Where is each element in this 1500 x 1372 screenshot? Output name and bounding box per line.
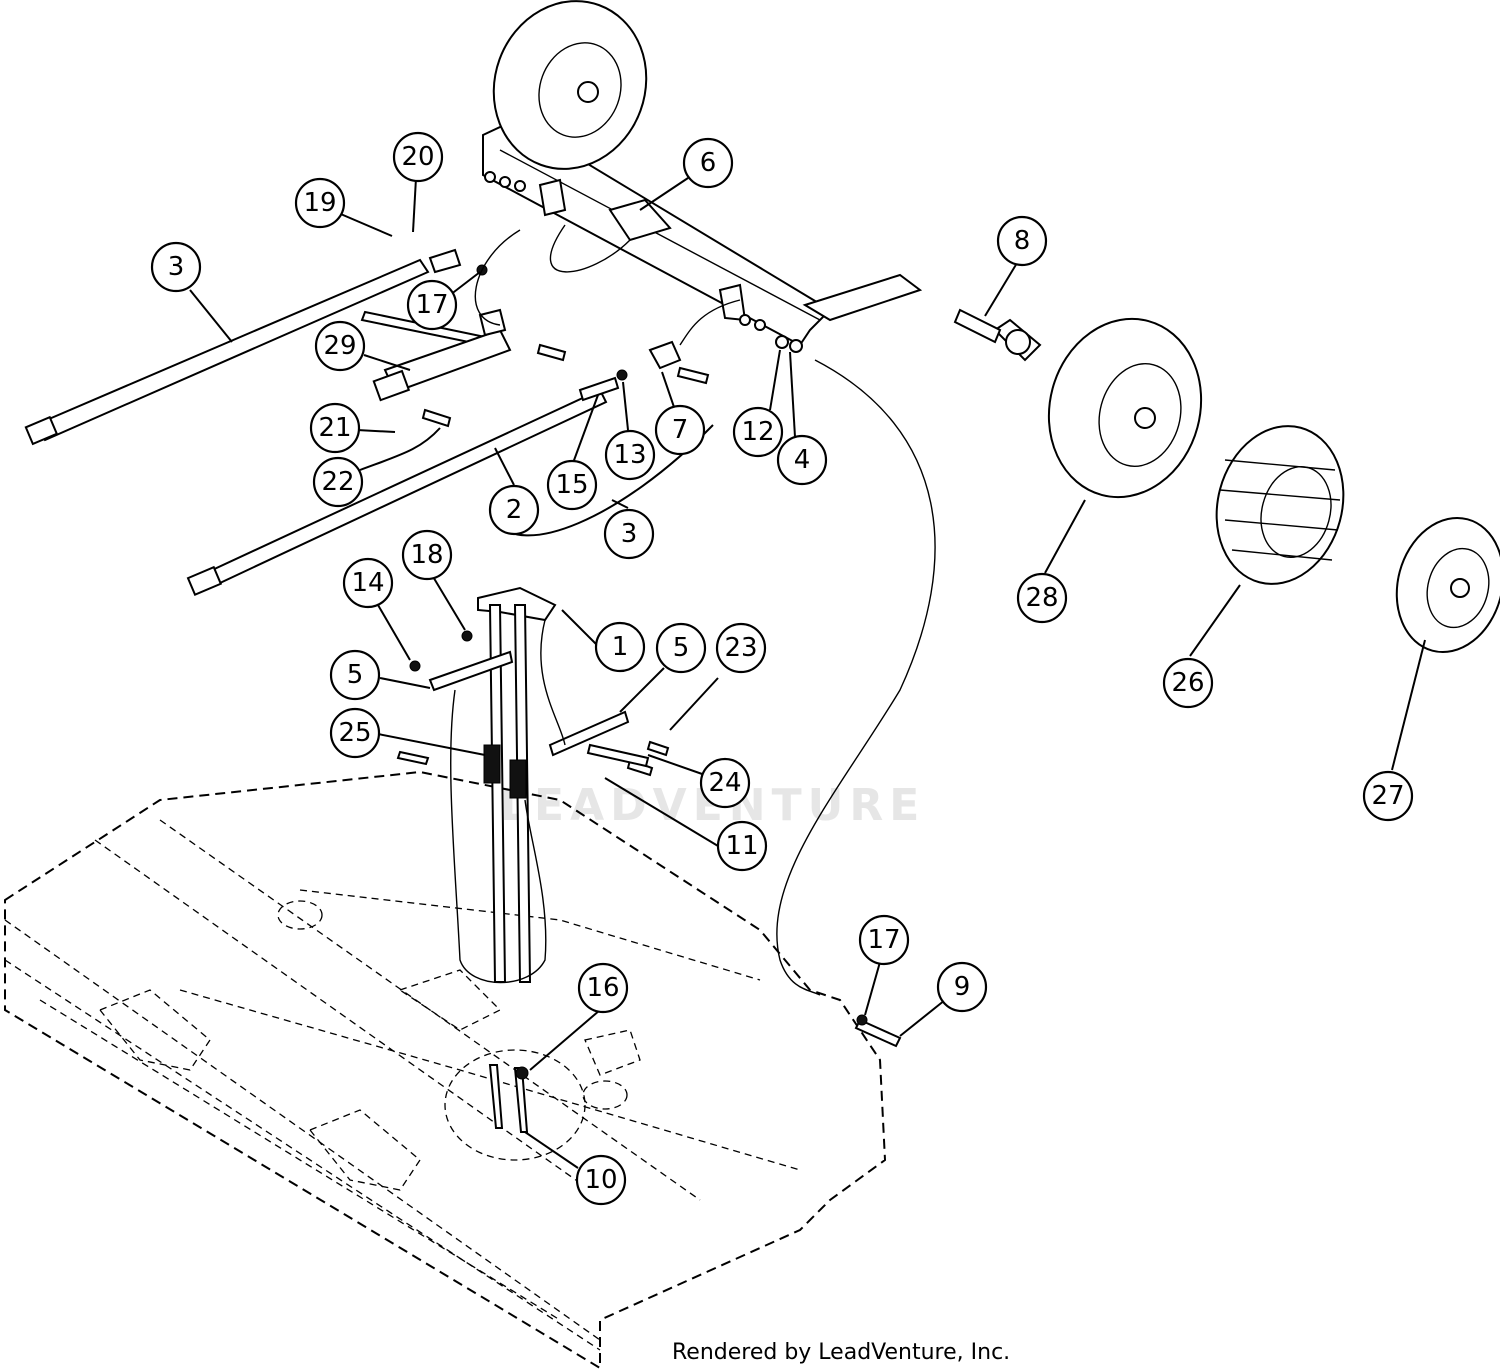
callout-label: 28 bbox=[1025, 583, 1058, 613]
callout-label: 26 bbox=[1171, 668, 1204, 698]
cable bbox=[474, 224, 936, 1048]
callout-label: 4 bbox=[794, 445, 811, 475]
callout-17b: 17 bbox=[858, 914, 910, 966]
callout-9: 9 bbox=[936, 961, 988, 1013]
callout-15: 15 bbox=[546, 459, 598, 511]
callout-29: 29 bbox=[314, 320, 366, 372]
callout-14: 14 bbox=[342, 557, 394, 609]
callout-label: 1 bbox=[612, 632, 629, 662]
callout-24: 24 bbox=[699, 757, 751, 809]
callout-label: 7 bbox=[672, 415, 689, 445]
callout-label: 29 bbox=[323, 331, 356, 361]
callout-label: 18 bbox=[410, 540, 443, 570]
rendered-by-footer: Rendered by LeadVenture, Inc. bbox=[672, 1340, 1011, 1365]
callout-label: 27 bbox=[1371, 781, 1404, 811]
callout-19: 19 bbox=[294, 177, 346, 229]
rear-wheel-on-frame bbox=[492, 0, 648, 170]
callout-27: 27 bbox=[1362, 770, 1414, 822]
callout-23: 23 bbox=[715, 622, 767, 674]
callout-5b: 5 bbox=[655, 622, 707, 674]
lift-bracket-springs bbox=[396, 586, 670, 1133]
callout-17a: 17 bbox=[406, 279, 458, 331]
callout-label: 19 bbox=[303, 188, 336, 218]
callout-label: 2 bbox=[506, 495, 523, 525]
tire-26 bbox=[1215, 425, 1345, 585]
callout-label: 17 bbox=[415, 290, 448, 320]
callout-label: 3 bbox=[168, 252, 185, 282]
mower-deck bbox=[4, 770, 887, 1370]
callout-label: 8 bbox=[1014, 226, 1031, 256]
callout-label: 5 bbox=[673, 633, 690, 663]
rim-27 bbox=[1395, 516, 1500, 654]
callout-12: 12 bbox=[732, 406, 784, 458]
callout-label: 12 bbox=[741, 417, 774, 447]
callout-2: 2 bbox=[488, 484, 540, 536]
callout-16: 16 bbox=[577, 962, 629, 1014]
callout-3b: 3 bbox=[603, 508, 655, 560]
callout-label: 17 bbox=[867, 925, 900, 955]
callout-21: 21 bbox=[309, 402, 361, 454]
callout-7: 7 bbox=[654, 404, 706, 456]
callout-20: 20 bbox=[392, 131, 444, 183]
callout-3a: 3 bbox=[150, 241, 202, 293]
callout-6: 6 bbox=[682, 137, 734, 189]
callout-1: 1 bbox=[594, 621, 646, 673]
callouts: 1 2 3 3 4 5 5 6 7 8 9 10 11 12 13 14 15 … bbox=[150, 131, 1426, 1206]
callout-label: 11 bbox=[725, 831, 758, 861]
callout-label: 5 bbox=[347, 660, 364, 690]
callout-11: 11 bbox=[716, 820, 768, 872]
callout-label: 22 bbox=[321, 467, 354, 497]
callout-10: 10 bbox=[575, 1154, 627, 1206]
wheel-assembly-28 bbox=[953, 308, 1203, 499]
callout-18: 18 bbox=[401, 529, 453, 581]
callout-label: 13 bbox=[613, 440, 646, 470]
callout-label: 10 bbox=[584, 1165, 617, 1195]
callout-label: 6 bbox=[700, 148, 717, 178]
callout-4: 4 bbox=[776, 434, 828, 486]
callout-label: 16 bbox=[586, 973, 619, 1003]
callout-13: 13 bbox=[604, 429, 656, 481]
callout-label: 9 bbox=[954, 972, 971, 1002]
callout-label: 21 bbox=[318, 413, 351, 443]
callout-label: 3 bbox=[621, 519, 638, 549]
callout-8: 8 bbox=[996, 215, 1048, 267]
callout-25: 25 bbox=[329, 707, 381, 759]
callout-label: 15 bbox=[555, 470, 588, 500]
callout-5a: 5 bbox=[329, 649, 381, 701]
callout-26: 26 bbox=[1162, 657, 1214, 709]
callout-label: 23 bbox=[724, 633, 757, 663]
callout-label: 24 bbox=[708, 768, 741, 798]
callout-label: 25 bbox=[338, 718, 371, 748]
callout-28: 28 bbox=[1016, 572, 1068, 624]
callout-label: 20 bbox=[401, 142, 434, 172]
callout-22: 22 bbox=[312, 456, 364, 508]
linkage-rods bbox=[24, 248, 710, 596]
callout-label: 14 bbox=[351, 568, 384, 598]
